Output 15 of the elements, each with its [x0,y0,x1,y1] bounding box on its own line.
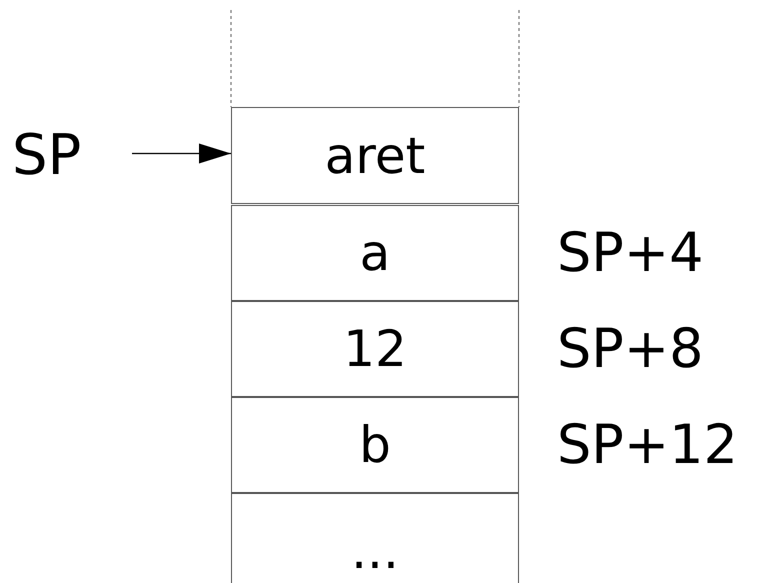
offset-label: SP+12 [557,418,738,472]
register-name: SP [12,128,82,184]
stack-cell [231,205,519,301]
stack-cell [231,301,519,397]
offset-label: SP+4 [557,226,704,280]
offset-label: SP+8 [557,322,704,376]
cell-value: aret [324,130,426,180]
arrow [132,144,231,164]
cell-value: a [360,228,390,278]
cell-value: 12 [343,324,407,374]
cell-value: b [359,420,391,470]
stack-cell [231,493,519,583]
cell-value: ... [351,526,399,576]
stack-cell [231,107,519,204]
stack-cell [231,397,519,493]
